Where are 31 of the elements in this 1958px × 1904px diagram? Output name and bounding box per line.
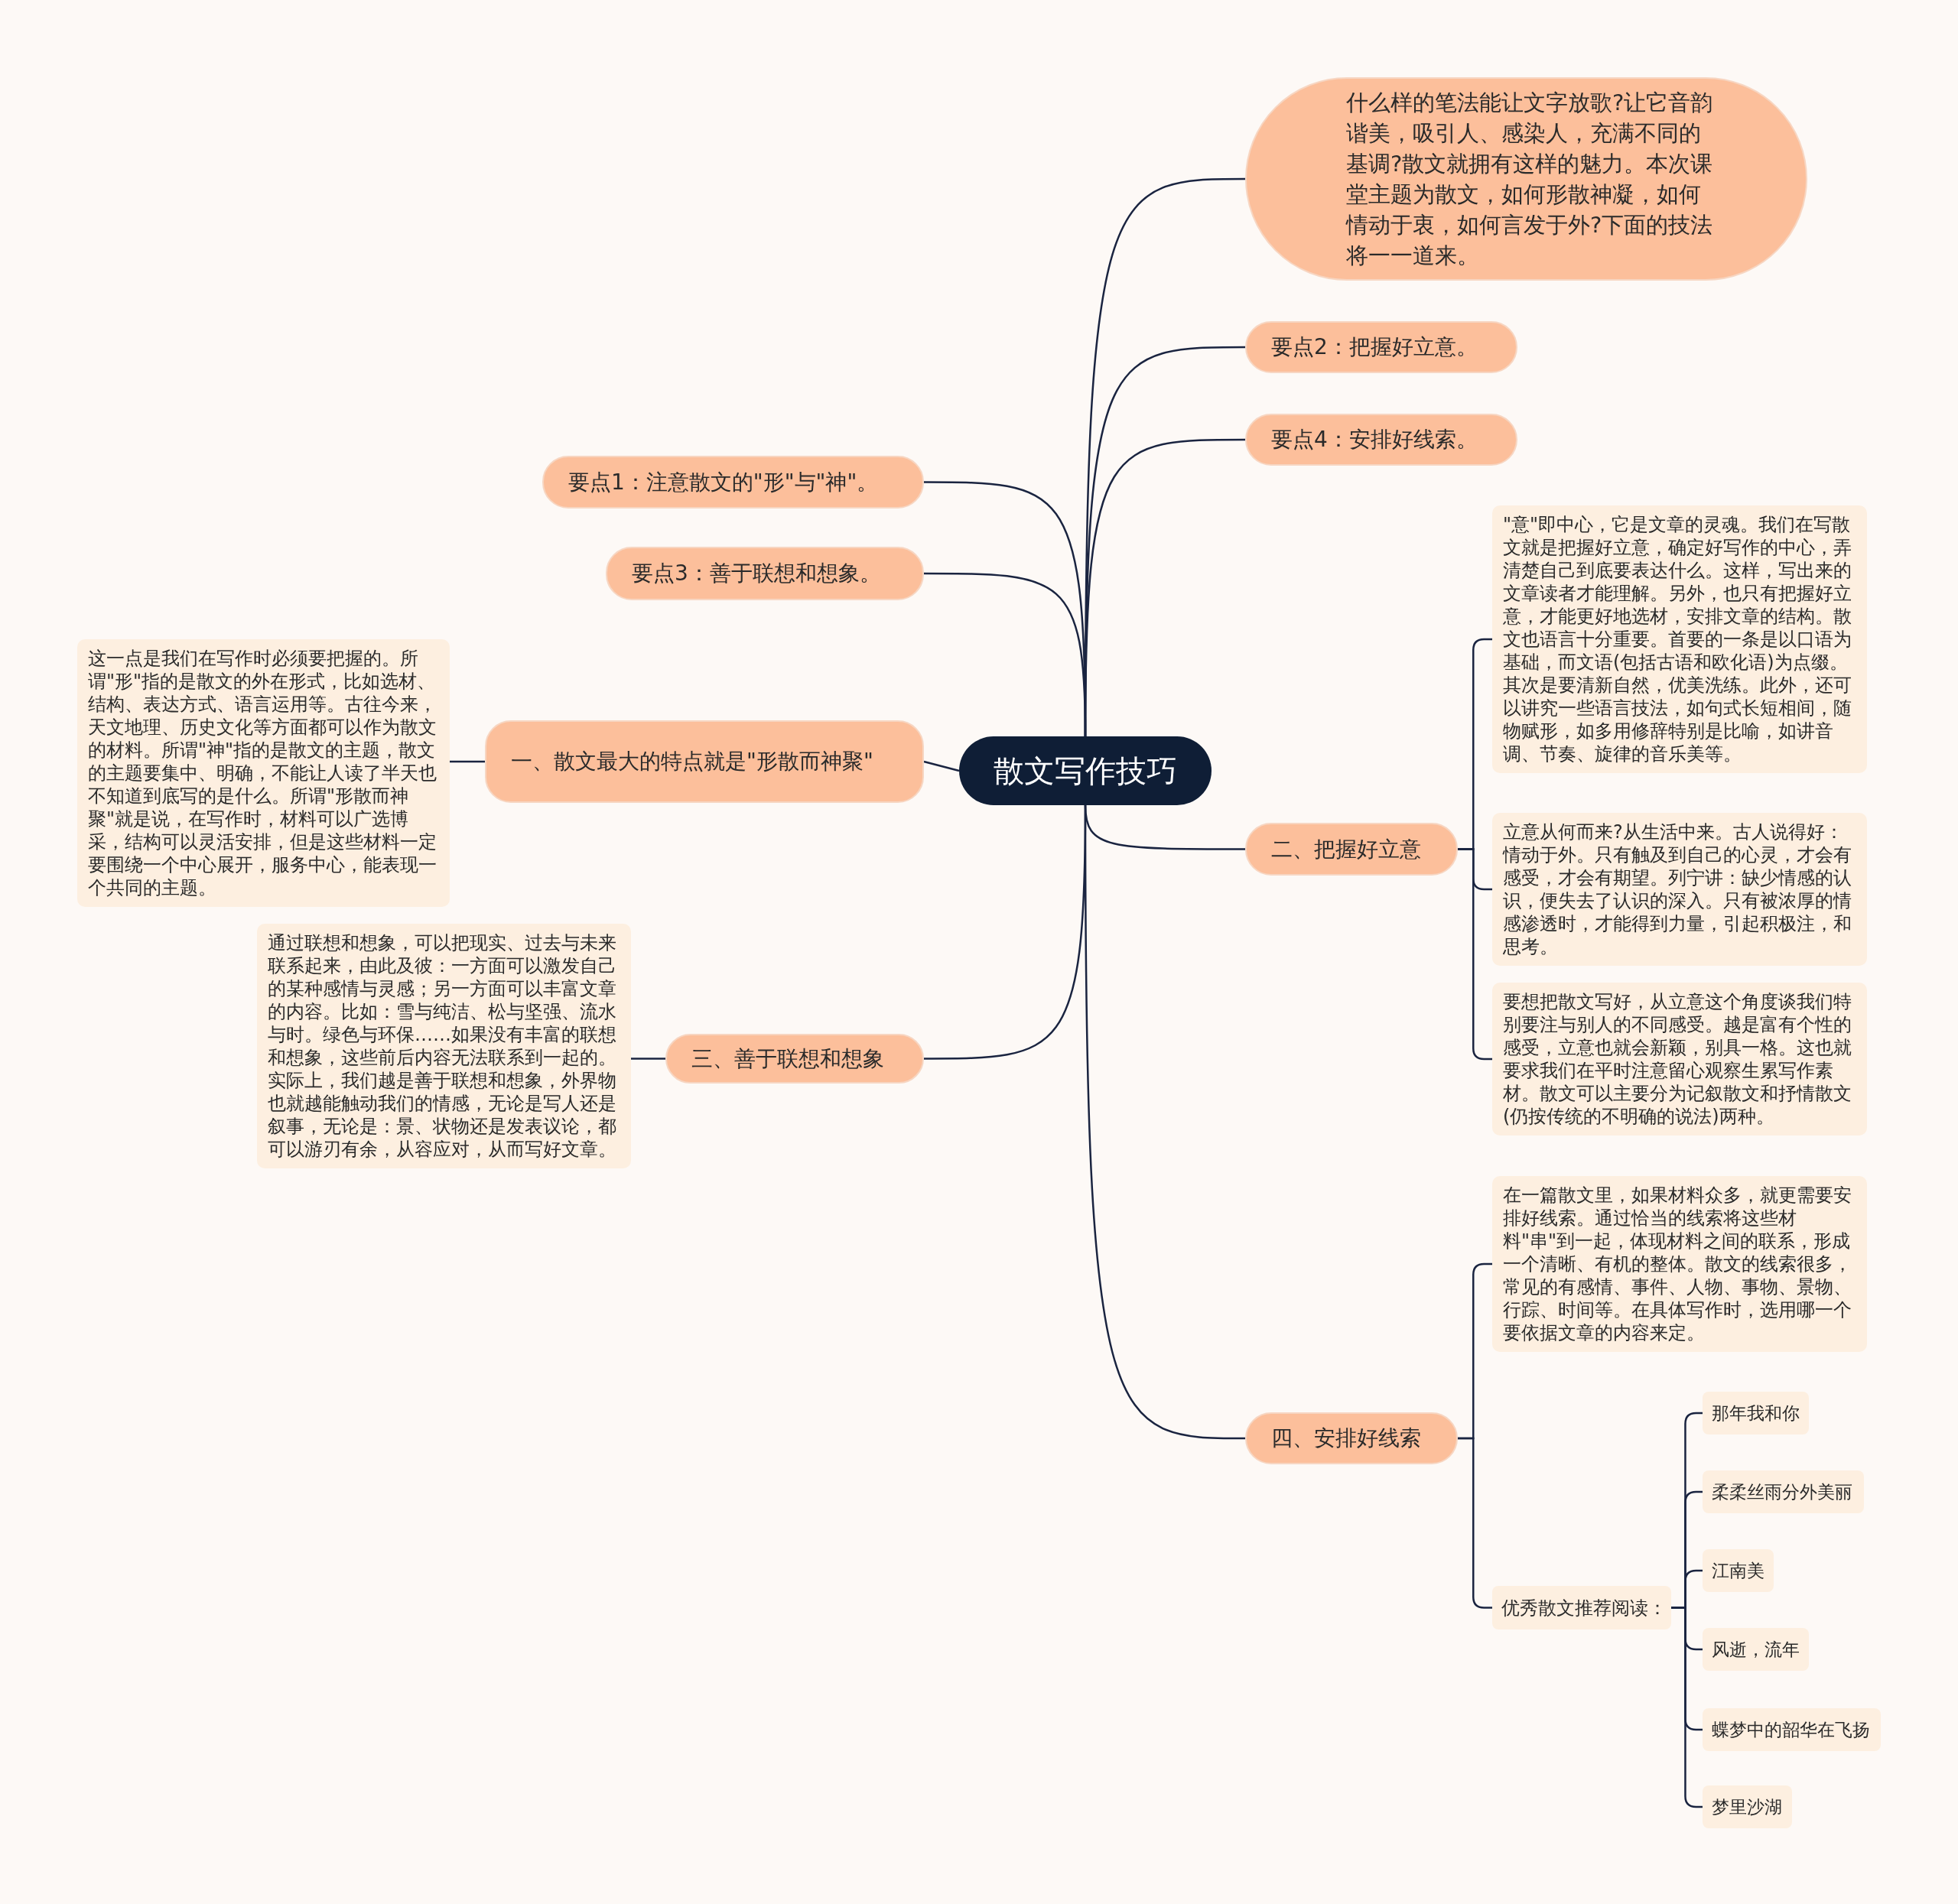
leaf-topic: 风逝，流年 (1703, 1628, 1809, 1671)
connector-line (631, 1058, 665, 1060)
connector-line (923, 760, 960, 772)
leaf-topic: 梦里沙湖 (1703, 1785, 1792, 1828)
topic-pill: 要点1：注意散文的"形"与"神"。 (542, 456, 924, 508)
topic-pill: 二、把握好立意 (1245, 823, 1458, 876)
leaf-topic: 那年我和你 (1703, 1392, 1809, 1434)
connector-line (1671, 1607, 1703, 1808)
note-card: "意"即中心，它是文章的灵魂。我们在写散文就是把握好立意，确定好写作的中心，弄清楚自己到底要表达什么。这样，写出来的文章读者才能理解。另外，也只有把握好立意，才能更好地选材，安排文章的结构。散文也语言十分重要。首要的一条是以口语为基础，而文语(包括古语和欧化语)为点缀。其次是要清新自然，优美洗练。此外，还可以讲究一些语言技法，如句式长短相间，随物赋形，如多用修辞特别是比喻，如讲音调、节奏、旋律的音乐美等。 (1492, 505, 1867, 773)
topic-pill: 要点2：把握好立意。 (1245, 321, 1517, 373)
note-card: 这一点是我们在写作时必须要把握的。所谓"形"指的是散文的外在形式，比如选材、结构、表达方式、语言运用等。古往今来，天文地理、历史文化等方面都可以作为散文的材料。所谓"神"指的是散文的主题，散文的主题要集中、明确，不能让人读了半天也不知道到底写的是什么。所谓"形散而神聚"就是说，在写作时，材料可以广选博采，结构可以灵活安排，但是这些材料一定要围绕一个中心展开，服务中心，能表现一个共同的主题。 (77, 639, 450, 907)
leaf-topic: 蝶梦中的韶华在飞扬 (1703, 1708, 1881, 1751)
topic-pill: 一、散文最大的特点就是"形散而神聚" (485, 720, 924, 803)
leaf-topic: 柔柔丝雨分外美丽 (1703, 1470, 1864, 1513)
connector-line (1458, 848, 1492, 1061)
intro-bubble: 什么样的笔法能让文字放歌?让它音韵谐美，吸引人、感染人，充满不同的基调?散文就拥有这样的魅力。本次课堂主题为散文，如何形散神凝，如何情动于衷，如何言发于外?下面的技法将一一道来。 (1245, 77, 1807, 281)
topic-pill: 要点4：安排好线索。 (1245, 414, 1517, 466)
central-topic: 散文写作技巧 (959, 736, 1212, 805)
note-card: 立意从何而来?从生活中来。古人说得好：情动于外。只有触及到自己的心灵，才会有感受，才会有期望。列宁讲：缺少情感的认识，便失去了认识的深入。只有被浓厚的情感渗透时，才能得到力量，引起积极注，和思考。 (1492, 813, 1867, 966)
connector-line (924, 572, 1087, 736)
connector-line (450, 760, 485, 763)
topic-pill: 四、安排好线索 (1245, 1412, 1458, 1464)
connector-line (1084, 805, 1245, 1440)
connector-line (1458, 1437, 1492, 1609)
note-card: 要想把散文写好，从立意这个角度谈我们特别要注与别人的不同感受。越是富有个性的感受，立意也就会新颖，别具一格。这也就要求我们在平时注意留心观察生累写作素材。散文可以主要分为记叙散文和抒情散文(仍按传统的不明确的说法)两种。 (1492, 983, 1867, 1136)
topic-pill: 三、善于联想和想象 (665, 1034, 924, 1084)
topic-pill: 要点3：善于联想和想象。 (606, 547, 924, 600)
subtopic-card: 优秀散文推荐阅读： (1492, 1586, 1671, 1629)
leaf-topic: 江南美 (1703, 1549, 1774, 1592)
note-card: 通过联想和想象，可以把现实、过去与未来联系起来，由此及彼：一方面可以激发自己的某种感情与灵感；另一方面可以丰富文章的内容。比如：雪与纯洁、松与坚强、流水与时。绿色与环保……如果没有丰富的联想和想象，这些前后内容无法联系到一起的。实际上，我们越是善于联想和想象，外界物也就越能触动我们的情感，无论是写人还是叙事，无论是：景、状物还是发表议论，都可以游刃有余，从容应对，从而写好文章。 (257, 924, 631, 1168)
note-card: 在一篇散文里，如果材料众多，就更需要安排好线索。通过恰当的线索将这些材料"串"到一起，体现材料之间的联系，形成一个清晰、有机的整体。散文的线索很多，常见的有感情、事件、人物、事物、景物、行踪、时间等。在具体写作时，选用哪一个要依据文章的内容来定。 (1492, 1176, 1867, 1352)
